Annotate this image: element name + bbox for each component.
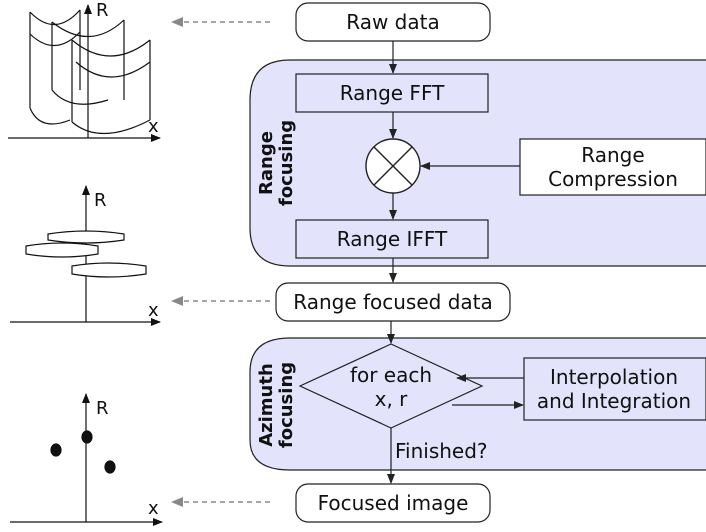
azimuth-focusing-label: Azimuth focusing — [256, 362, 297, 448]
point-target — [50, 443, 62, 457]
range-compression-node — [519, 138, 706, 196]
range-focusing-label: Range focusing — [256, 120, 297, 206]
for-each-label-line2: x, r — [375, 387, 409, 411]
interpolation-label-line1: Interpolation — [550, 365, 678, 389]
for-each-label-line1: for each — [350, 363, 432, 387]
multiply-operator — [365, 138, 421, 194]
range-focusing-label-line2: focusing — [276, 120, 297, 206]
azimuth-focusing-label-line2: focusing — [276, 362, 297, 448]
sketch1-r-label: R — [96, 0, 109, 21]
sketch3-x-label: x — [148, 498, 159, 519]
range-focused-data-label: Range focused data — [293, 290, 493, 314]
point-target — [104, 460, 116, 474]
azimuth-focusing-label-line1: Azimuth — [256, 363, 277, 447]
interpolation-label-line2: and Integration — [537, 389, 691, 413]
focused-image-sketch — [10, 393, 163, 526]
raw-data-sketch — [8, 4, 161, 142]
sketch1-x-label: x — [148, 116, 159, 137]
for-each-decision — [298, 343, 484, 429]
raw-data-label: Raw data — [346, 10, 439, 34]
finished-label: Finished? — [395, 439, 488, 463]
focused-image-label: Focused image — [318, 491, 469, 515]
range-compression-label-line1: Range — [581, 143, 644, 167]
sketch2-x-label: x — [148, 300, 159, 321]
point-target — [81, 430, 93, 444]
interpolation-node — [523, 357, 706, 421]
range-focused-sketch — [10, 185, 161, 326]
sketch2-r-label: R — [94, 190, 107, 211]
range-ifft-node — [295, 219, 489, 259]
range-focused-data-node — [275, 282, 511, 322]
range-focusing-label-line1: Range — [256, 131, 277, 195]
range-fft-label: Range FFT — [340, 81, 445, 105]
focused-image-node — [295, 483, 491, 523]
range-fft-node — [295, 73, 489, 113]
sketch3-r-label: R — [96, 398, 109, 419]
range-ifft-label: Range IFFT — [337, 227, 448, 251]
range-compression-label-line2: Compression — [548, 167, 678, 191]
